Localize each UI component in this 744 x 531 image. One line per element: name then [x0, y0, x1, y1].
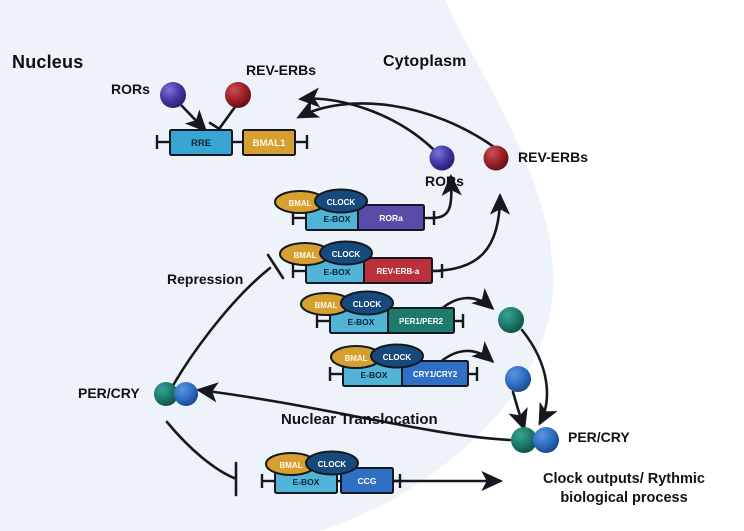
bmal-pill-label: BMAL	[344, 354, 367, 363]
gene-complex-rora[interactable]: E-BOX RORa BMAL CLOCK	[274, 188, 436, 231]
arrow-nuclear-translocation	[195, 382, 512, 442]
arrow-cytoplasm-rors-to-nucleus	[297, 87, 435, 151]
per-sphere-dimer-cytoplasm[interactable]	[511, 427, 537, 453]
rre-label: RRE	[191, 138, 211, 149]
clock-pill	[319, 240, 373, 266]
arrow-per-sphere-to-dimer	[520, 328, 558, 426]
bmal1-label: BMAL1	[253, 138, 286, 149]
clock-pill	[305, 450, 359, 476]
clock-pill-label: CLOCK	[332, 250, 361, 259]
gene-complex-cry[interactable]: E-BOX CRY1/CRY2 BMAL CLOCK	[328, 343, 479, 387]
cry-sphere-dimer-nucleus[interactable]	[174, 382, 198, 406]
bmal-pill-label: BMAL	[293, 251, 316, 260]
clock-pill	[314, 188, 368, 214]
ebox-label: E-BOX	[324, 214, 351, 224]
clock-pill	[340, 290, 394, 316]
ebox-label: E-BOX	[293, 477, 320, 487]
clock-pill-label: CLOCK	[383, 353, 412, 362]
ebox-label: E-BOX	[324, 267, 351, 277]
percry-label-cytoplasm: PER/CRY	[568, 429, 630, 445]
per-sphere-cytoplasm[interactable]	[498, 307, 524, 333]
percry-label-nucleus: PER/CRY	[78, 385, 140, 401]
clock-pill	[370, 343, 424, 369]
clock-pill-label: CLOCK	[353, 300, 382, 309]
reverbs-label-nucleus: REV-ERBs	[246, 62, 317, 78]
nucleus-region-label: Nucleus	[12, 52, 84, 72]
gene-complex-per[interactable]: E-BOX PER1/PER2 BMAL CLOCK	[300, 290, 465, 334]
gene-label-cry: CRY1/CRY2	[413, 370, 458, 379]
rors-sphere-nucleus[interactable]	[160, 82, 186, 108]
arrow-rors-activates-rre	[180, 104, 208, 133]
rors-label-cytoplasm: RORs	[425, 173, 464, 189]
cry-sphere-cytoplasm[interactable]	[505, 366, 531, 392]
gene-label-per: PER1/PER2	[399, 317, 444, 326]
gene-label-reverb-alpha: REV-ERB-a	[377, 267, 420, 276]
bmal-pill-label: BMAL	[279, 461, 302, 470]
arrow-cytoplasm-reverbs-to-nucleus	[296, 99, 496, 149]
ebox-label: E-BOX	[361, 370, 388, 380]
bmal-pill-label: BMAL	[314, 301, 337, 310]
arrow-cry-sphere-to-dimer	[508, 390, 528, 431]
reverbs-sphere-nucleus[interactable]	[225, 82, 251, 108]
cry-sphere-dimer-cytoplasm[interactable]	[533, 427, 559, 453]
reverbs-sphere-cytoplasm[interactable]	[483, 145, 509, 171]
clock-outputs-label: Clock outputs/ Rythmic biological proces…	[543, 471, 705, 506]
gene-complex-reverb-alpha[interactable]: E-BOX REV-ERB-a BMAL CLOCK	[279, 240, 444, 284]
reverbs-label-cytoplasm: REV-ERBs	[518, 149, 589, 165]
rors-sphere-cytoplasm[interactable]	[429, 145, 455, 171]
gene-complex-ccg[interactable]: E-BOX CCG BMAL CLOCK	[260, 450, 402, 494]
promoter-complex-rre-bmal1[interactable]: RRE BMAL1	[155, 129, 309, 156]
cytoplasm-region-label: Cytoplasm	[383, 53, 467, 70]
clock-pill-label: CLOCK	[318, 460, 347, 469]
arrow-reverb-gene-to-reverbs-sphere	[428, 192, 511, 273]
clock-pill-label: CLOCK	[327, 198, 356, 207]
per-sphere-dimer-nucleus[interactable]	[154, 382, 178, 406]
gene-label-rora: RORa	[379, 213, 403, 223]
ebox-label: E-BOX	[348, 317, 375, 327]
line-reverbs-inhibits-rre	[217, 105, 237, 131]
bmal-pill-label: BMAL	[288, 199, 311, 208]
gene-label-ccg: CCG	[358, 476, 377, 486]
line-percry-inhibits-ccg	[165, 420, 236, 480]
nuclear-translocation-label: Nuclear Translocation	[281, 411, 438, 428]
rors-label-nucleus: RORs	[111, 81, 150, 97]
tbar-repression-percry-to-genes	[266, 253, 285, 280]
arrow-rora-gene-to-rors-sphere	[430, 173, 462, 220]
repression-label: Repression	[167, 271, 244, 287]
